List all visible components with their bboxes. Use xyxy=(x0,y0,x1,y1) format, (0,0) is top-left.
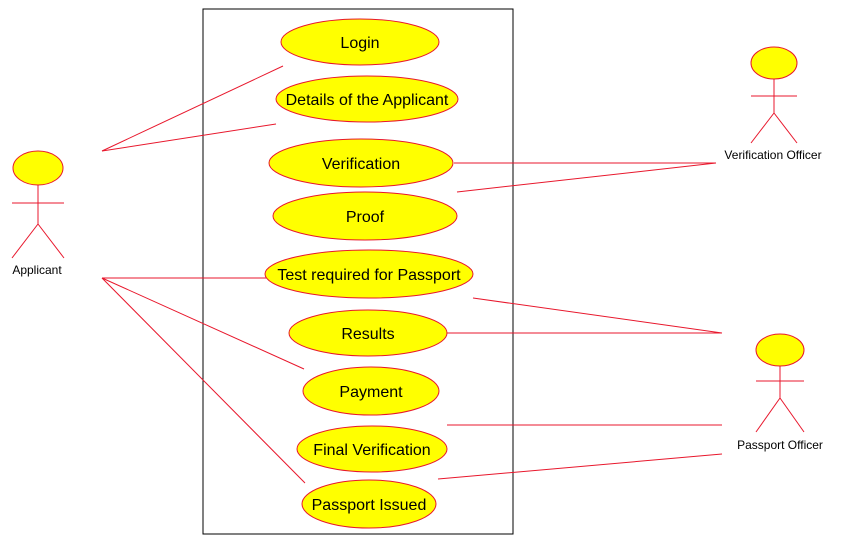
assoc-applicant-payment xyxy=(101,277,305,370)
actor-label: Passport Officer xyxy=(737,438,823,452)
use-case-label: Passport Issued xyxy=(312,497,427,514)
use-case-label: Login xyxy=(340,35,379,52)
system-boundary xyxy=(202,8,514,535)
actor-applicant[interactable]: Applicant xyxy=(11,150,65,277)
use-case-label: Results xyxy=(341,326,394,343)
use-case-passport-issued[interactable]: Passport Issued xyxy=(301,479,437,529)
use-case-label: Details of the Applicant xyxy=(286,92,449,109)
assoc-applicant-details xyxy=(101,123,277,152)
use-case-label: Payment xyxy=(339,384,403,401)
use-case-results[interactable]: Results xyxy=(288,309,448,357)
assoc-applicant-passport-issued xyxy=(101,277,306,484)
stick-figure-icon xyxy=(750,46,798,144)
assoc-test-passport-officer xyxy=(472,297,723,334)
use-case-login[interactable]: Login xyxy=(280,18,440,66)
assoc-applicant-login xyxy=(101,65,284,152)
actor-label: Verification Officer xyxy=(724,148,821,162)
actor-passport-officer[interactable]: Passport Officer xyxy=(737,333,823,452)
use-case-final-verification[interactable]: Final Verification xyxy=(296,425,448,473)
use-case-verification[interactable]: Verification xyxy=(268,138,454,188)
assoc-proof-officer xyxy=(456,162,717,193)
use-case-label: Final Verification xyxy=(313,442,430,459)
use-case-label: Verification xyxy=(322,156,400,173)
use-case-payment[interactable]: Payment xyxy=(302,366,440,416)
use-case-label: Test required for Passport xyxy=(277,267,461,284)
use-case-details-of-applicant[interactable]: Details of the Applicant xyxy=(275,75,459,123)
actor-label: Applicant xyxy=(12,263,62,277)
stick-figure-icon xyxy=(11,150,65,259)
associations xyxy=(101,65,723,484)
assoc-passport-issued-officer xyxy=(437,453,723,480)
stick-figure-icon xyxy=(755,333,805,433)
use-case-label: Proof xyxy=(346,209,385,226)
use-case-test-required[interactable]: Test required for Passport xyxy=(264,249,474,299)
actor-verification-officer[interactable]: Verification Officer xyxy=(724,46,822,162)
use-case-proof[interactable]: Proof xyxy=(272,191,458,241)
